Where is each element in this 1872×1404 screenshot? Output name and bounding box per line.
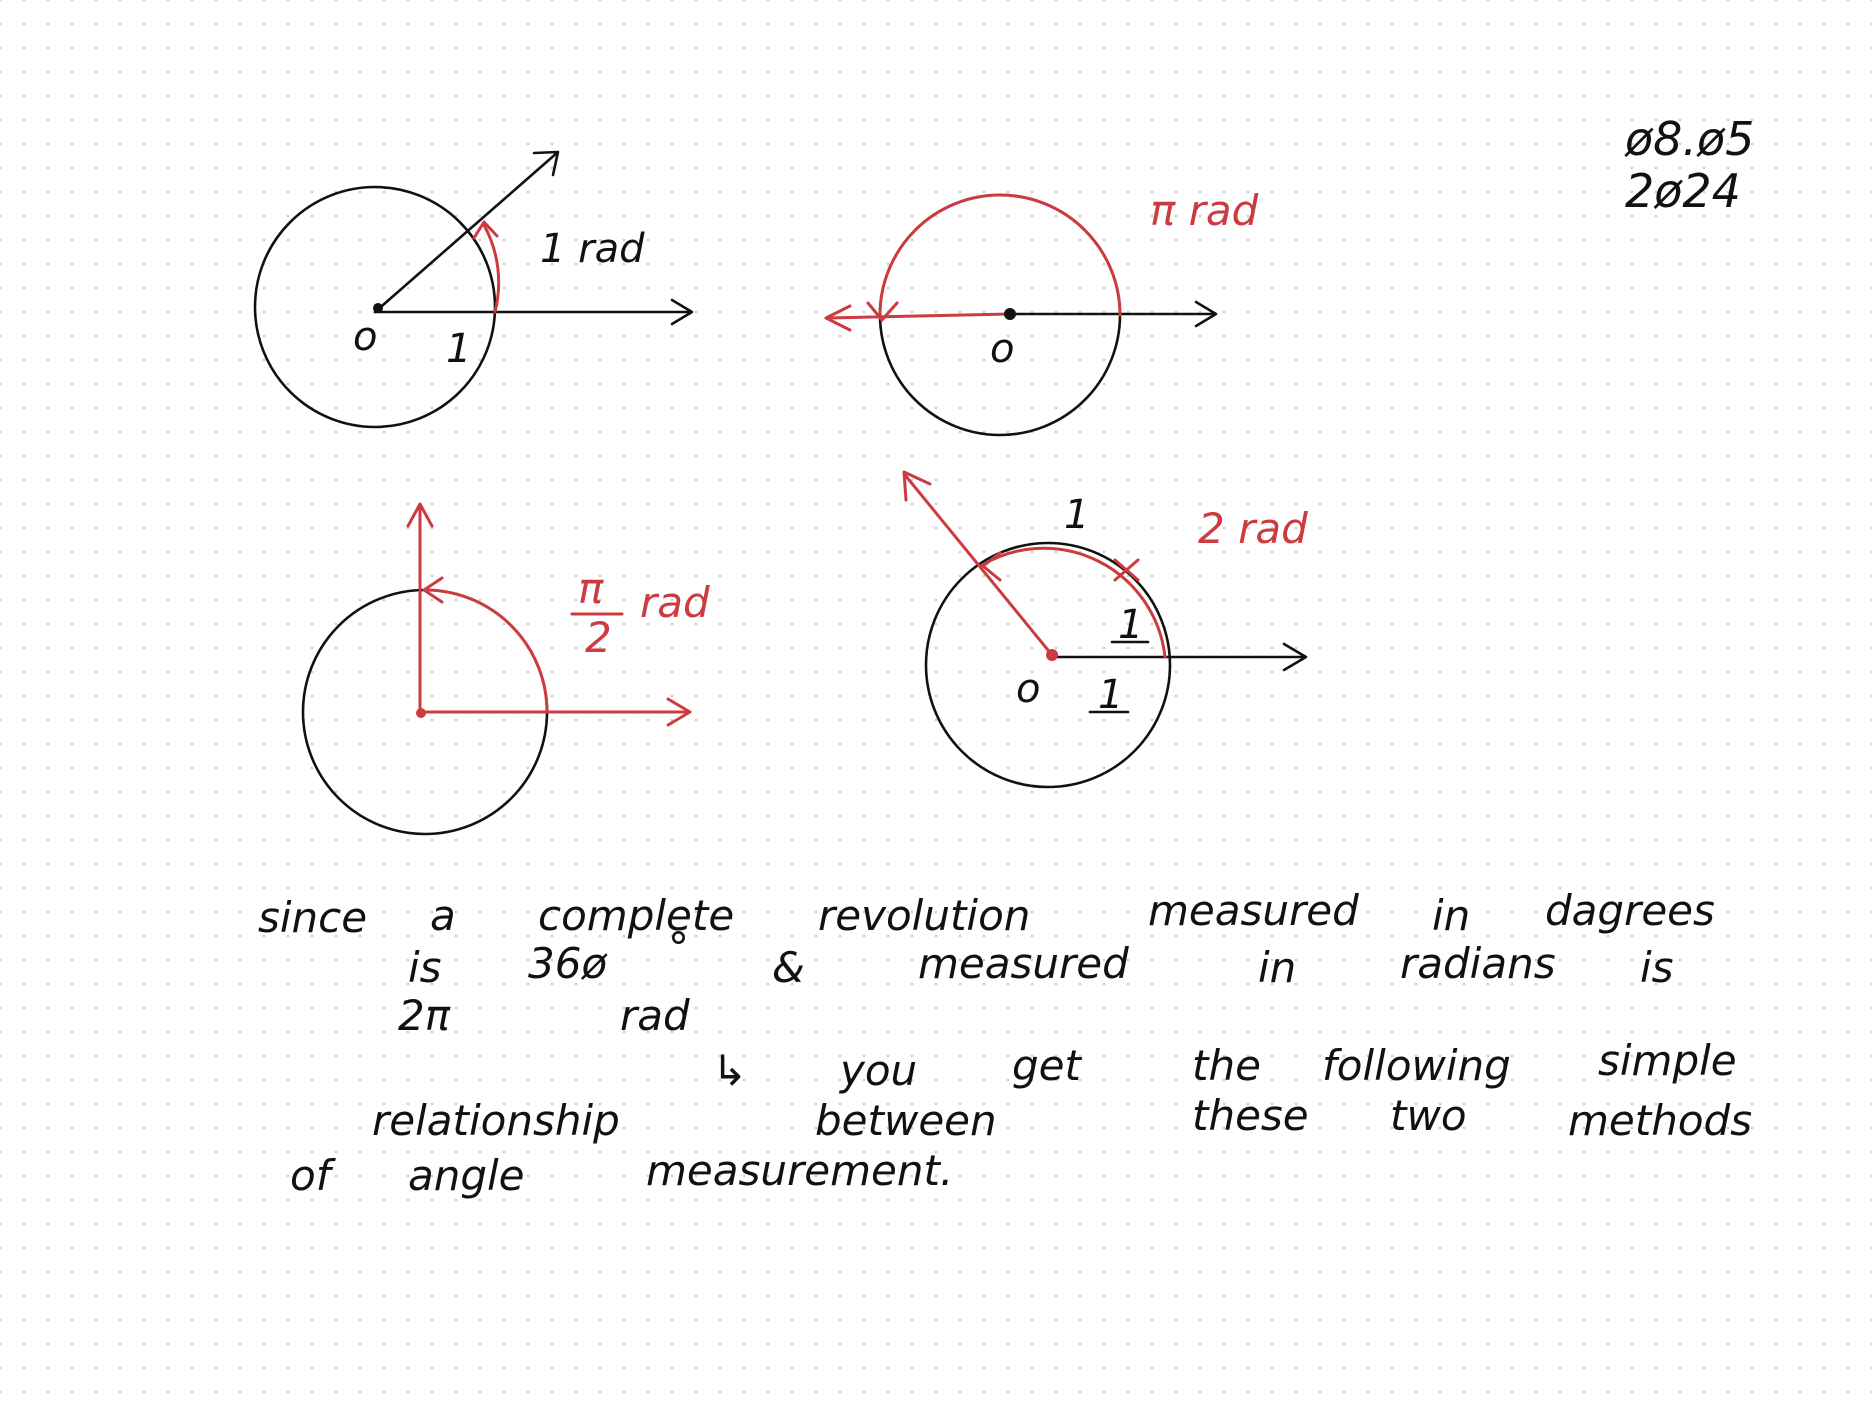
- word: of: [290, 1151, 337, 1200]
- diagram-one-radian: o 1 1 rad: [253, 150, 694, 429]
- word: complete: [538, 891, 734, 940]
- fraction-denominator: 2: [585, 613, 612, 662]
- terminal-ray-arrow: [824, 304, 1012, 332]
- radius-label: 1: [1098, 672, 1123, 718]
- arc-one-radian: [482, 223, 501, 314]
- word: radians: [1400, 939, 1556, 988]
- word: relationship: [372, 1096, 620, 1145]
- angle-label: π rad: [1150, 186, 1259, 235]
- x-axis-arrow: [373, 298, 694, 326]
- diagram-two-radians: 1 1 o 1 2 rad: [902, 470, 1308, 789]
- word: between: [815, 1096, 997, 1145]
- word: you: [838, 1046, 917, 1095]
- diagram-half-pi-radians: π 2 rad: [301, 502, 710, 836]
- x-axis-arrow: [1006, 300, 1218, 328]
- origin-label: o: [353, 314, 377, 360]
- origin-label: o: [1016, 666, 1040, 712]
- x-axis-arrow: [420, 697, 692, 727]
- unit-circle: [924, 541, 1172, 789]
- word: measurement.: [646, 1146, 953, 1195]
- arc-pi-radians: [878, 193, 1122, 317]
- word: angle: [408, 1151, 525, 1200]
- word: methods: [1568, 1096, 1752, 1145]
- angle-label: 1 rad: [540, 226, 645, 272]
- word: is: [1640, 943, 1674, 992]
- word: following: [1322, 1041, 1511, 1090]
- angle-label: 2 rad: [1198, 504, 1308, 553]
- word: measured: [918, 939, 1129, 988]
- arc-segment-1-label: 1: [1064, 492, 1089, 538]
- terminal-ray-arrow: [406, 502, 434, 714]
- date-stamp: ø8.ø5 2ø24: [1624, 112, 1754, 218]
- word: °: [668, 923, 689, 972]
- arc-segment-2-label: 1: [1118, 602, 1143, 648]
- word: simple: [1598, 1036, 1737, 1085]
- word: 36ø: [528, 939, 608, 988]
- x-axis-arrow: [1053, 642, 1308, 672]
- word: &: [772, 943, 805, 992]
- date-line-1: ø8.ø5: [1624, 112, 1754, 166]
- diagram-pi-radians: o π rad: [824, 186, 1259, 437]
- word: the: [1192, 1041, 1261, 1090]
- terminal-ray-arrow: [902, 470, 1054, 657]
- word: these: [1192, 1091, 1309, 1140]
- word: get: [1012, 1041, 1083, 1090]
- word: revolution: [818, 891, 1030, 940]
- terminal-ray-arrow: [373, 150, 560, 314]
- arc-arrowhead: [472, 220, 499, 240]
- origin-label: o: [990, 326, 1014, 372]
- radius-label: 1: [446, 326, 471, 372]
- angle-unit-label: rad: [640, 578, 710, 627]
- date-line-2: 2ø24: [1625, 164, 1741, 218]
- fraction-numerator: π: [578, 564, 604, 613]
- word: two: [1390, 1091, 1467, 1140]
- word: a: [430, 891, 456, 940]
- origin-point: [373, 303, 383, 313]
- origin-point: [1046, 649, 1058, 661]
- word: in: [1432, 891, 1470, 940]
- word: rad: [620, 991, 690, 1040]
- arc-two-radians: [980, 546, 1167, 659]
- word: in: [1258, 943, 1296, 992]
- word: is: [408, 943, 442, 992]
- handwritten-paragraph: since a complete revolution measured in …: [258, 886, 1752, 1200]
- arc-midpoint-mark: [1113, 558, 1140, 582]
- arc-arrowhead: [866, 301, 899, 322]
- arc-arrowhead: [981, 551, 1002, 582]
- word: ↳: [712, 1046, 747, 1095]
- word: dagrees: [1545, 886, 1715, 935]
- origin-point: [1004, 308, 1016, 320]
- arc-arrowhead: [422, 576, 444, 604]
- word: since: [258, 893, 367, 942]
- origin-point: [416, 708, 426, 718]
- word: measured: [1148, 886, 1359, 935]
- arc-half-pi-radians: [426, 588, 549, 714]
- word: 2π: [398, 991, 451, 1040]
